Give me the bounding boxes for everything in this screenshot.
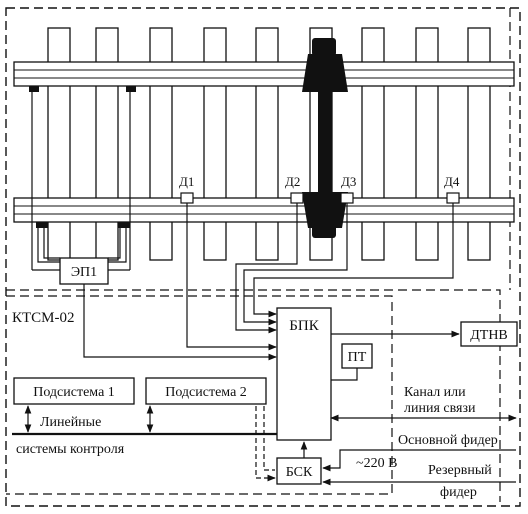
dtnv-label: ДТНВ xyxy=(470,328,508,343)
sistemy-label: системы контроля xyxy=(16,442,125,457)
ep1-label: ЭП1 xyxy=(71,265,97,280)
main-feeder-label: Основной фидер xyxy=(398,433,498,448)
ep1-wires xyxy=(31,92,131,271)
sensor-d4-label: Д4 xyxy=(444,174,460,189)
pt-wire xyxy=(331,368,358,381)
sensor-d3-label: Д3 xyxy=(341,174,356,189)
lineynye-label: Линейные xyxy=(40,415,101,430)
rail-joint-2 xyxy=(126,86,136,92)
rail-top xyxy=(13,61,515,87)
rail-bottom xyxy=(13,197,515,223)
ktsm-frame xyxy=(6,295,393,495)
bsk-label: БСК xyxy=(286,465,313,480)
ep1-box xyxy=(59,257,109,285)
ktsm-label: КТСМ-02 xyxy=(12,310,75,326)
kanal-label-2: линия связи xyxy=(404,401,476,416)
dtnv-box xyxy=(460,321,518,347)
bsk-box xyxy=(276,457,322,485)
bpk-label: БПК xyxy=(289,318,319,334)
voltage-label: ~220 В xyxy=(356,456,397,471)
sensor-d2-label: Д2 xyxy=(285,174,300,189)
subsystem1-box xyxy=(13,377,135,405)
main-feeder-line xyxy=(322,449,516,472)
rail-joint-3 xyxy=(36,222,48,228)
subsystem2-bsk-dashed xyxy=(255,406,276,482)
sensor-d1-label: Д1 xyxy=(179,174,194,189)
reserve-feeder-label-2: фидер xyxy=(440,485,477,500)
subsystem2-label: Подсистема 2 xyxy=(165,385,247,400)
bpk-box xyxy=(276,307,332,441)
subsystem1-label: Подсистема 1 xyxy=(33,385,115,400)
sensor-wires xyxy=(83,203,454,361)
reserve-feeder-label-1: Резервный xyxy=(428,463,492,478)
outer-frame xyxy=(5,7,521,507)
pt-label: ПТ xyxy=(348,350,367,365)
rail-joint-4 xyxy=(118,222,130,228)
wheelset xyxy=(302,38,348,238)
rail-joint-1 xyxy=(29,86,39,92)
kanal-label-1: Канал или xyxy=(404,385,466,400)
subsystem2-bsk-dashed-2 xyxy=(263,406,275,471)
frame-line-1 xyxy=(6,289,501,502)
subsystem2-box xyxy=(145,377,267,405)
